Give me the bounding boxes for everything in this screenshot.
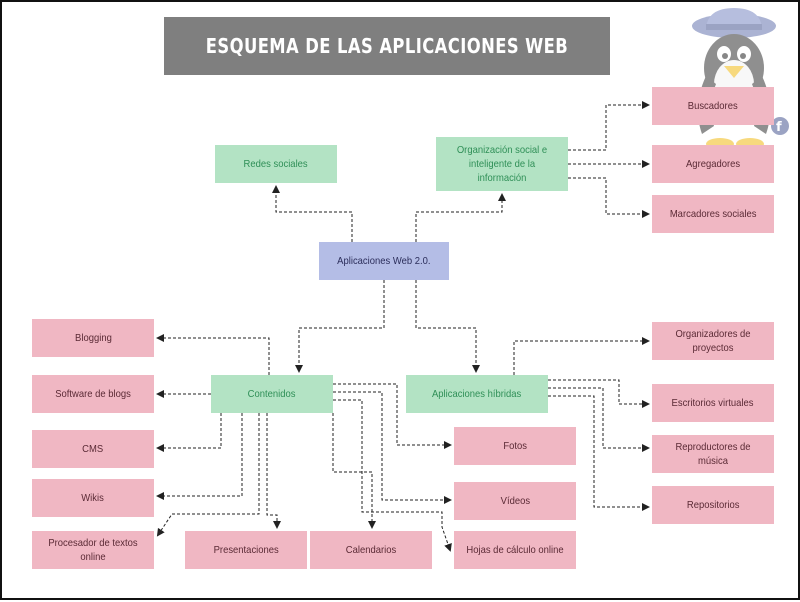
- diagram-title: ESQUEMA DE LAS APLICACIONES WEB: [205, 34, 569, 58]
- node-label: Buscadores: [688, 99, 738, 112]
- connector-aplicaciones_web-to-contenidos: [295, 280, 385, 373]
- node-fotos: Fotos: [454, 427, 576, 465]
- node-blogging: Blogging: [32, 319, 154, 357]
- node-label: Escritorios virtuales: [672, 396, 754, 409]
- node-presentaciones: Presentaciones: [185, 531, 307, 569]
- node-label: Organización social e inteligente de la …: [456, 143, 548, 185]
- connector-contenidos-to-wikis: [156, 413, 243, 500]
- node-hojas-de-calculo: Hojas de cálculo online: [454, 531, 576, 569]
- node-label: Software de blogs: [55, 387, 131, 400]
- connector-organizacion-to-buscadores: [568, 101, 650, 151]
- connector-contenidos-to-procesador: [156, 413, 260, 537]
- node-redes-sociales: Redes sociales: [215, 145, 337, 183]
- node-label: Vídeos: [500, 494, 530, 507]
- node-label: Calendarios: [345, 543, 397, 556]
- node-label: Organizadores de proyectos: [675, 327, 751, 354]
- node-organizacion-social: Organización social e inteligente de la …: [436, 137, 568, 191]
- node-label: Redes sociales: [243, 157, 309, 170]
- connector-hibridas-to-organizadores: [513, 337, 650, 375]
- node-marcadores-sociales: Marcadores sociales: [652, 195, 774, 233]
- node-escritorios-virtuales: Escritorios virtuales: [652, 384, 774, 422]
- connector-contenidos-to-videos: [333, 391, 452, 504]
- connector-hibridas-to-repositorios: [548, 395, 650, 511]
- node-repositorios: Repositorios: [652, 486, 774, 524]
- node-label: Reproductores de música: [675, 440, 751, 467]
- connector-contenidos-to-calendarios: [332, 413, 376, 529]
- node-label: Aplicaciones híbridas: [432, 387, 522, 400]
- node-cms: CMS: [32, 430, 154, 468]
- connector-hibridas-to-escritorios: [548, 379, 650, 408]
- connector-aplicaciones_web-to-organizacion: [415, 193, 506, 242]
- title-banner: ESQUEMA DE LAS APLICACIONES WEB: [164, 17, 610, 75]
- node-label: Hojas de cálculo online: [466, 543, 564, 556]
- node-buscadores: Buscadores: [652, 87, 774, 125]
- connector-contenidos-to-presentaciones: [266, 413, 281, 529]
- connector-contenidos-to-hojas_calculo: [333, 399, 452, 552]
- node-label: Marcadores sociales: [669, 207, 757, 220]
- node-label: CMS: [82, 442, 104, 455]
- connector-contenidos-to-blogging: [156, 334, 270, 375]
- node-wikis: Wikis: [32, 479, 154, 517]
- connector-aplicaciones_web-to-redes_sociales: [272, 185, 353, 242]
- node-label: Contenidos: [248, 387, 296, 400]
- node-label: Wikis: [81, 491, 105, 504]
- connector-contenidos-to-cms: [156, 413, 222, 452]
- node-aplicaciones-web: Aplicaciones Web 2.0.: [319, 242, 449, 280]
- node-label: Presentaciones: [213, 543, 279, 556]
- node-aplicaciones-hibridas: Aplicaciones híbridas: [406, 375, 548, 413]
- node-contenidos: Contenidos: [211, 375, 333, 413]
- node-agregadores: Agregadores: [652, 145, 774, 183]
- node-software-de-blogs: Software de blogs: [32, 375, 154, 413]
- node-label: Blogging: [74, 331, 112, 344]
- node-label: Agregadores: [685, 157, 741, 170]
- node-label: Procesador de textos online: [48, 536, 138, 563]
- node-label: Aplicaciones Web 2.0.: [337, 254, 431, 267]
- connector-organizacion-to-marcadores: [568, 177, 650, 218]
- connector-hibridas-to-reproductores: [548, 387, 650, 452]
- connector-aplicaciones_web-to-hibridas: [415, 280, 480, 373]
- node-label: Repositorios: [686, 498, 740, 511]
- node-calendarios: Calendarios: [310, 531, 432, 569]
- node-reproductores-de-musica: Reproductores de música: [652, 435, 774, 473]
- node-videos: Vídeos: [454, 482, 576, 520]
- node-procesador-de-textos: Procesador de textos online: [32, 531, 154, 569]
- node-label: Fotos: [503, 439, 527, 452]
- node-organizadores-de-proyectos: Organizadores de proyectos: [652, 322, 774, 360]
- connector-contenidos-to-fotos: [333, 383, 452, 449]
